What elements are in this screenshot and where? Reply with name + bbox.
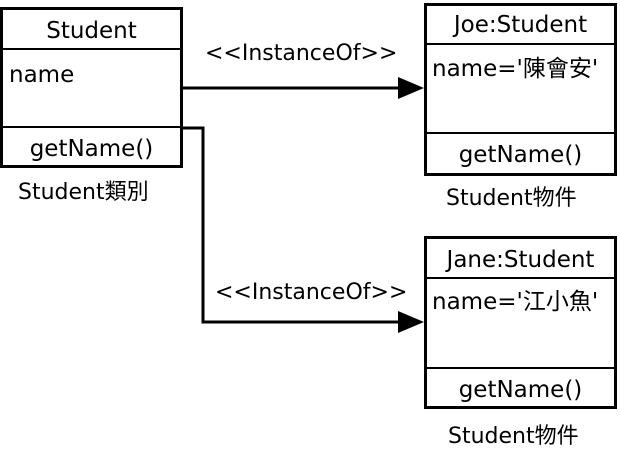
jane-divider-top [427,277,614,279]
jane-divider-bottom [427,367,614,369]
class-name: Student [46,18,137,44]
joe-divider-bottom [427,132,614,134]
joe-object-name: Joe:Student [453,12,588,38]
jane-object-method: getName() [458,377,583,403]
class-method: getName() [29,136,154,162]
joe-object-attribute: name='陳會安' [432,56,599,82]
jane-object-name: Jane:Student [446,247,595,273]
arrowhead-jane [398,311,424,333]
class-divider-top [3,48,180,50]
joe-caption: Student物件 [446,186,577,211]
instanceof-label-top: <<InstanceOf>> [205,41,398,66]
class-caption: Student類別 [18,180,149,205]
jane-object-attribute: name='江小魚' [432,289,599,315]
joe-object-method: getName() [458,142,583,168]
arrowhead-joe [398,77,424,99]
jane-object-box: Jane:Student name='江小魚' getName() [424,236,617,409]
joe-divider-top [427,43,614,45]
instanceof-label-bottom: <<InstanceOf>> [215,280,408,305]
instanceof-arrow-jane [180,126,398,324]
joe-object-box: Joe:Student name='陳會安' getName() [424,3,617,176]
class-attribute: name [9,62,75,88]
class-divider-bottom [3,126,180,128]
student-class-box: Student name getName() [0,7,183,168]
jane-caption: Student物件 [448,424,579,449]
